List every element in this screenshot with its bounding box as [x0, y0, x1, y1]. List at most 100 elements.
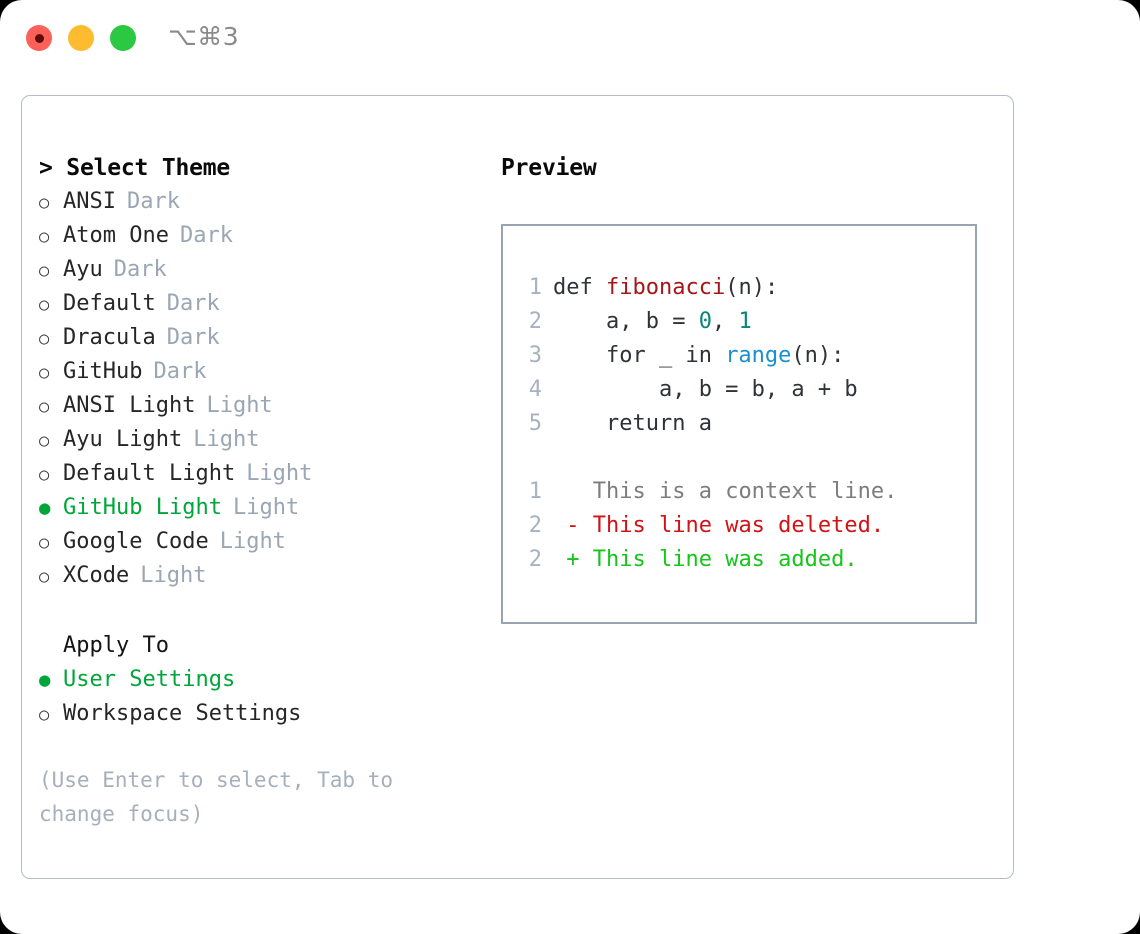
apply-to-option-label: User Settings — [63, 667, 236, 692]
code-line: 5 return a — [516, 407, 897, 441]
diff-text: This line was deleted. — [579, 513, 885, 538]
theme-variant-badge: Light — [206, 393, 273, 418]
code-line: 3 for _ in range(n): — [516, 339, 897, 373]
diff-line: 2 + This line was added. — [516, 543, 897, 577]
theme-option-row[interactable]: ○ GitHub Dark — [39, 355, 494, 389]
diff-sign: + — [553, 547, 580, 572]
code-token: , — [711, 309, 739, 334]
diff-sign — [553, 475, 580, 509]
section-spacer — [39, 593, 494, 629]
theme-variant-badge: Light — [232, 495, 300, 520]
radio-unselected-icon: ○ — [39, 295, 50, 315]
theme-option-label: Google Code — [63, 529, 209, 554]
code-token: a, b = — [553, 309, 699, 334]
code-token: range — [725, 343, 792, 368]
diff-text: This is a context line. — [579, 479, 898, 504]
theme-option-label: ANSI Light — [63, 393, 196, 418]
theme-variant-badge: Dark — [166, 325, 220, 350]
minimize-button[interactable] — [68, 25, 94, 51]
select-theme-header: > Select Theme — [39, 155, 231, 181]
radio-unselected-icon: ○ — [39, 431, 50, 451]
apply-to-header: Apply To — [63, 633, 169, 658]
radio-unselected-icon: ○ — [39, 705, 50, 725]
theme-option-row[interactable]: ○ ANSI Light Light — [39, 389, 494, 423]
theme-option-label: GitHub Light — [63, 495, 222, 520]
diff-line: 1 This is a context line. — [516, 475, 898, 509]
code-token: def — [553, 275, 606, 300]
code-token: (n): — [791, 343, 845, 368]
code-blank-line — [516, 441, 897, 475]
close-button[interactable] — [26, 25, 52, 51]
zoom-button[interactable] — [110, 25, 136, 51]
line-number: 3 — [528, 343, 542, 368]
code-token: for _ in — [553, 343, 726, 368]
theme-variant-badge: Light — [140, 563, 207, 588]
line-number: 2 — [528, 513, 542, 538]
code-token: 0 — [698, 309, 712, 334]
theme-option-label: Default — [63, 291, 156, 316]
code-token: (n): — [725, 275, 779, 300]
theme-option-label: Dracula — [63, 325, 156, 350]
theme-variant-badge: Dark — [153, 359, 207, 384]
radio-selected-icon: ● — [39, 497, 51, 519]
theme-variant-badge: Dark — [179, 223, 233, 248]
code-token: return a — [553, 411, 712, 436]
theme-option-row[interactable]: ○ Ayu Light Light — [39, 423, 494, 457]
line-number: 1 — [528, 275, 542, 300]
theme-option-row[interactable]: ○ Dracula Dark — [39, 321, 494, 355]
theme-variant-badge: Light — [246, 461, 313, 486]
theme-variant-badge: Dark — [166, 291, 220, 316]
diff-line: 2 - This line was deleted. — [516, 509, 897, 543]
theme-option-row[interactable]: ○ Default Dark — [39, 287, 494, 321]
traffic-light-buttons — [26, 25, 136, 51]
theme-option-label: Ayu Light — [63, 427, 183, 452]
diff-sign: - — [553, 513, 580, 538]
apply-to-option-list[interactable]: ● User Settings ○Workspace Settings — [39, 663, 494, 731]
diff-text: This line was added. — [579, 547, 858, 572]
radio-unselected-icon: ○ — [39, 363, 50, 383]
theme-option-label: XCode — [63, 563, 130, 588]
code-token: a, b = b, a + b — [553, 377, 858, 402]
theme-option-row[interactable]: ○ Atom One Dark — [39, 219, 494, 253]
radio-unselected-icon: ○ — [39, 227, 50, 247]
apply-to-option-row[interactable]: ○Workspace Settings — [39, 697, 494, 731]
theme-option-label: ANSI — [63, 189, 116, 214]
radio-unselected-icon: ○ — [39, 533, 50, 553]
code-line: 4 a, b = b, a + b — [516, 373, 897, 407]
radio-unselected-icon: ○ — [39, 261, 50, 281]
radio-unselected-icon: ○ — [39, 465, 50, 485]
radio-unselected-icon: ○ — [39, 329, 50, 349]
theme-variant-badge: Light — [193, 427, 260, 452]
line-number: 2 — [528, 547, 542, 572]
keyboard-hint-text: (Use Enter to select, Tab to change focu… — [39, 768, 406, 826]
line-number: 2 — [528, 309, 542, 334]
code-line: 1 def fibonacci(n): — [516, 271, 897, 305]
theme-option-label: Ayu — [63, 257, 103, 282]
apply-to-option-row[interactable]: ● User Settings — [39, 663, 494, 697]
theme-option-row[interactable]: ○ XCode Light — [39, 559, 494, 593]
line-number: 4 — [528, 377, 542, 402]
radio-unselected-icon: ○ — [39, 567, 50, 587]
radio-selected-icon: ● — [39, 669, 51, 691]
code-token: 1 — [738, 309, 752, 334]
theme-variant-badge: Dark — [126, 189, 180, 214]
code-token: fibonacci — [605, 275, 726, 300]
keyboard-shortcut-label: ⌥⌘3 — [168, 22, 240, 51]
theme-option-label: Atom One — [63, 223, 169, 248]
radio-unselected-icon: ○ — [39, 397, 50, 417]
theme-variant-badge: Light — [219, 529, 286, 554]
theme-option-label: GitHub — [63, 359, 143, 384]
title-bar: ⌥⌘3 — [0, 0, 1140, 78]
theme-option-row[interactable]: ○ Google Code Light — [39, 525, 494, 559]
theme-option-row[interactable]: ● GitHub Light Light — [39, 491, 494, 525]
